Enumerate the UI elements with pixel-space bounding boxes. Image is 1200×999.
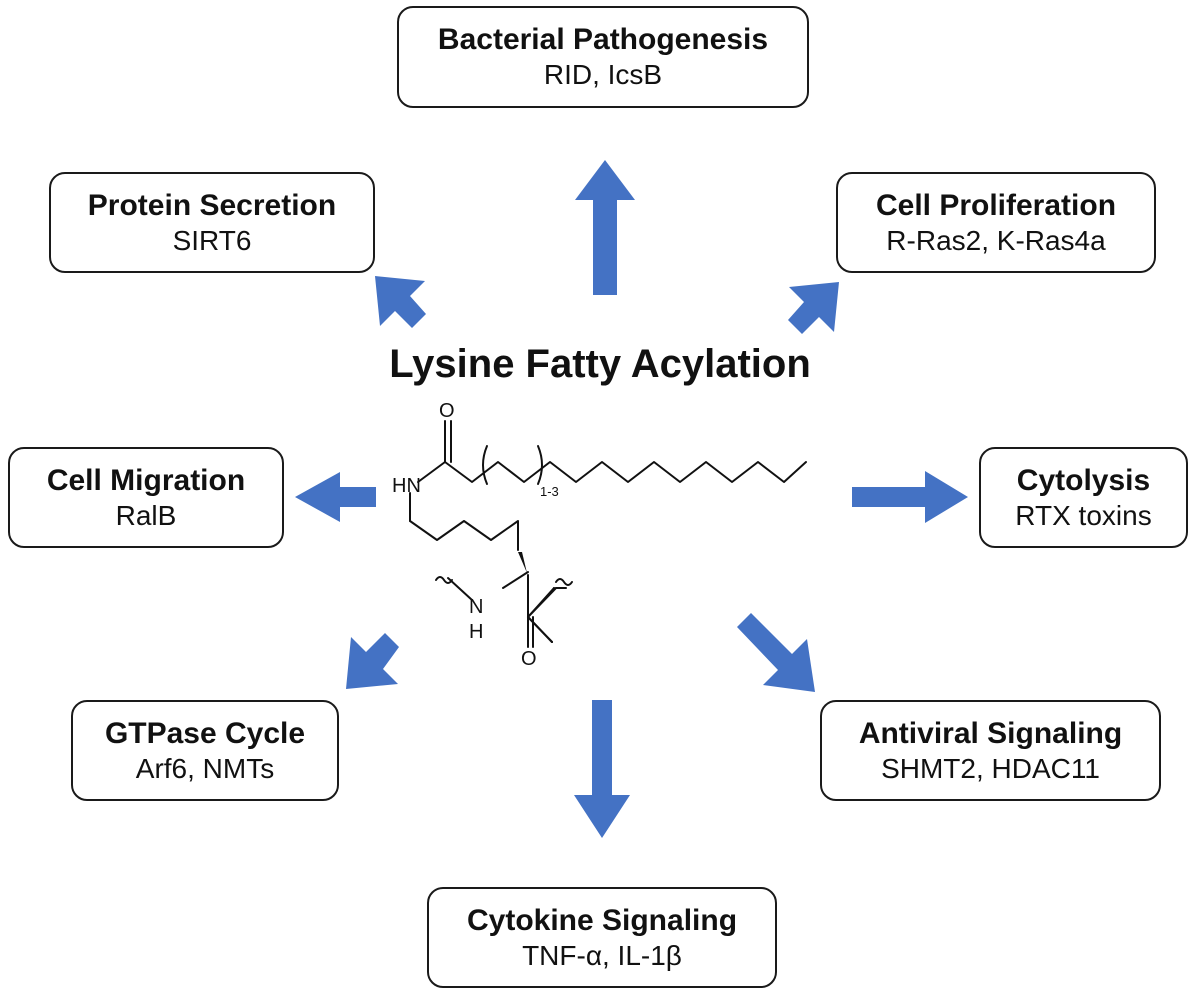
arrow-up <box>575 160 635 295</box>
box-title: Cell Migration <box>46 463 246 497</box>
box-title: Cell Proliferation <box>875 188 1117 222</box>
box-cytokine-signaling: Cytokine Signaling TNF-α, IL-1β <box>427 887 777 988</box>
box-subtitle: Arf6, NMTs <box>135 752 275 784</box>
box-subtitle: TNF-α, IL-1β <box>522 939 682 971</box>
arrow-left <box>295 472 376 522</box>
box-protein-secretion: Protein Secretion SIRT6 <box>49 172 375 273</box>
box-title: Protein Secretion <box>87 188 337 222</box>
box-title: Cytokine Signaling <box>466 903 738 937</box>
arrow-up-right <box>788 282 839 334</box>
box-cytolysis: Cytolysis RTX toxins <box>979 447 1188 548</box>
box-title: Cytolysis <box>1016 463 1151 497</box>
box-subtitle: RalB <box>115 499 177 531</box>
box-bacterial-pathogenesis: Bacterial Pathogenesis RID, IcsB <box>397 6 809 108</box>
arrow-down-left <box>346 633 399 689</box>
arrow-right <box>852 471 968 523</box>
box-subtitle: RTX toxins <box>1015 499 1152 531</box>
box-subtitle: RID, IcsB <box>543 59 663 90</box>
box-cell-proliferation: Cell Proliferation R-Ras2, K-Ras4a <box>836 172 1156 273</box>
box-gtpase-cycle: GTPase Cycle Arf6, NMTs <box>71 700 339 801</box>
atom-o-top: O <box>439 400 455 422</box>
box-antiviral-signaling: Antiviral Signaling SHMT2, HDAC11 <box>820 700 1161 801</box>
box-title: GTPase Cycle <box>104 716 306 750</box>
atom-hn: HN <box>392 475 421 497</box>
arrow-up-left <box>375 276 426 328</box>
box-cell-migration: Cell Migration RalB <box>8 447 284 548</box>
atom-h: H <box>469 621 483 643</box>
box-subtitle: SIRT6 <box>172 224 252 256</box>
repeat-subscript: 1-3 <box>540 484 559 499</box>
box-subtitle: SHMT2, HDAC11 <box>881 752 1100 784</box>
atom-o-bottom: O <box>521 648 537 670</box>
box-title: Antiviral Signaling <box>858 716 1123 750</box>
arrow-down <box>574 700 630 838</box>
box-subtitle: R-Ras2, K-Ras4a <box>886 224 1106 256</box>
center-title: Lysine Fatty Acylation <box>389 342 811 386</box>
arrow-down-right <box>737 613 815 692</box>
box-title: Bacterial Pathogenesis <box>437 23 769 56</box>
atom-n: N <box>469 596 483 618</box>
